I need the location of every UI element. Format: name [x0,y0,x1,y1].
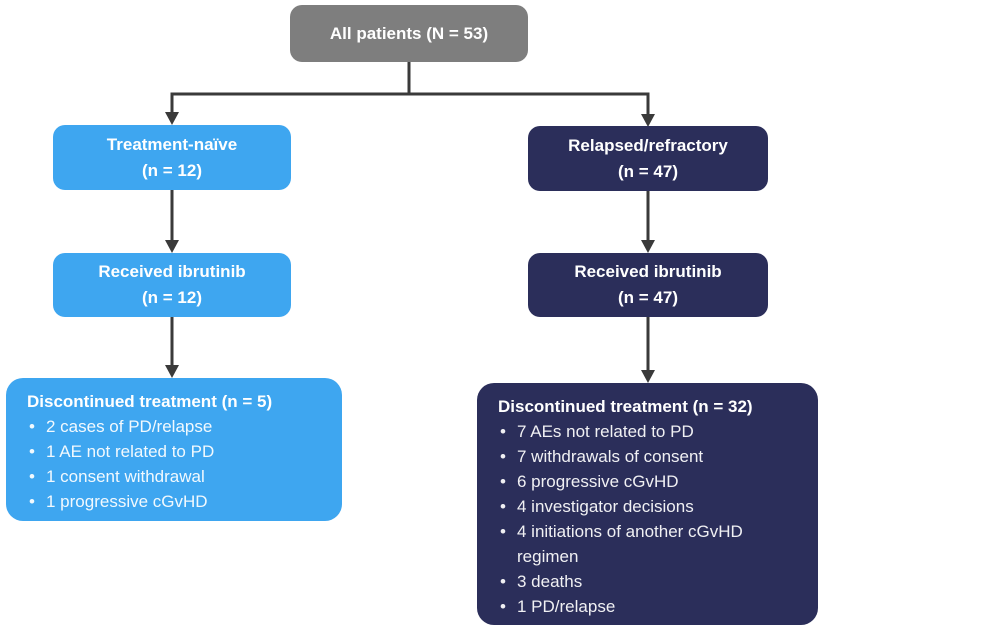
bullet-item: 1 progressive cGvHD [27,489,324,514]
node-title: Received ibrutinib [574,262,722,281]
bullet-item: 2 cases of PD/relapse [27,414,324,439]
bullet-item: 1 AE not related to PD [27,439,324,464]
arrowhead-down-icon [641,370,655,383]
bullet-item: 4 investigator decisions [498,494,800,519]
bullet-list: 7 AEs not related to PD7 withdrawals of … [498,419,800,619]
arrowhead-down-icon [641,114,655,127]
node-received-ibrutinib-right: Received ibrutinib (n = 47) [528,253,768,317]
bullet-item: 1 PD/relapse [498,594,800,619]
node-count: (n = 12) [142,288,202,307]
arrowhead-down-icon [641,240,655,253]
arrowhead-down-icon [165,365,179,378]
node-title: Relapsed/refractory [568,135,728,155]
node-discontinued-left: Discontinued treatment (n = 5) 2 cases o… [6,378,342,521]
bullet-item: 3 deaths [498,569,800,594]
bullet-item: 6 progressive cGvHD [498,469,800,494]
node-label: All patients (N = 53) [329,23,489,43]
node-count: (n = 12) [142,160,202,180]
node-title: Treatment-naïve [106,134,238,154]
bullet-item: 7 withdrawals of consent [498,444,800,469]
node-title: Discontinued treatment (n = 5) [27,392,273,411]
bullet-item: 7 AEs not related to PD [498,419,800,444]
node-received-ibrutinib-left: Received ibrutinib (n = 12) [53,253,291,317]
node-count: (n = 47) [618,161,678,181]
arrowhead-down-icon [165,112,179,125]
node-count: (n = 47) [618,288,678,307]
node-title: Discontinued treatment (n = 32) [498,397,753,416]
node-discontinued-right: Discontinued treatment (n = 32) 7 AEs no… [477,383,818,625]
bullet-item: 1 consent withdrawal [27,464,324,489]
arrowhead-down-icon [165,240,179,253]
node-all-patients: All patients (N = 53) [290,5,528,62]
bullet-item: 4 initiations of another cGvHD regimen [498,519,800,569]
bullet-list: 2 cases of PD/relapse1 AE not related to… [27,414,324,514]
node-relapsed-refractory: Relapsed/refractory (n = 47) [528,126,768,191]
node-treatment-naive: Treatment-naïve (n = 12) [53,125,291,190]
node-title: Received ibrutinib [98,262,246,281]
